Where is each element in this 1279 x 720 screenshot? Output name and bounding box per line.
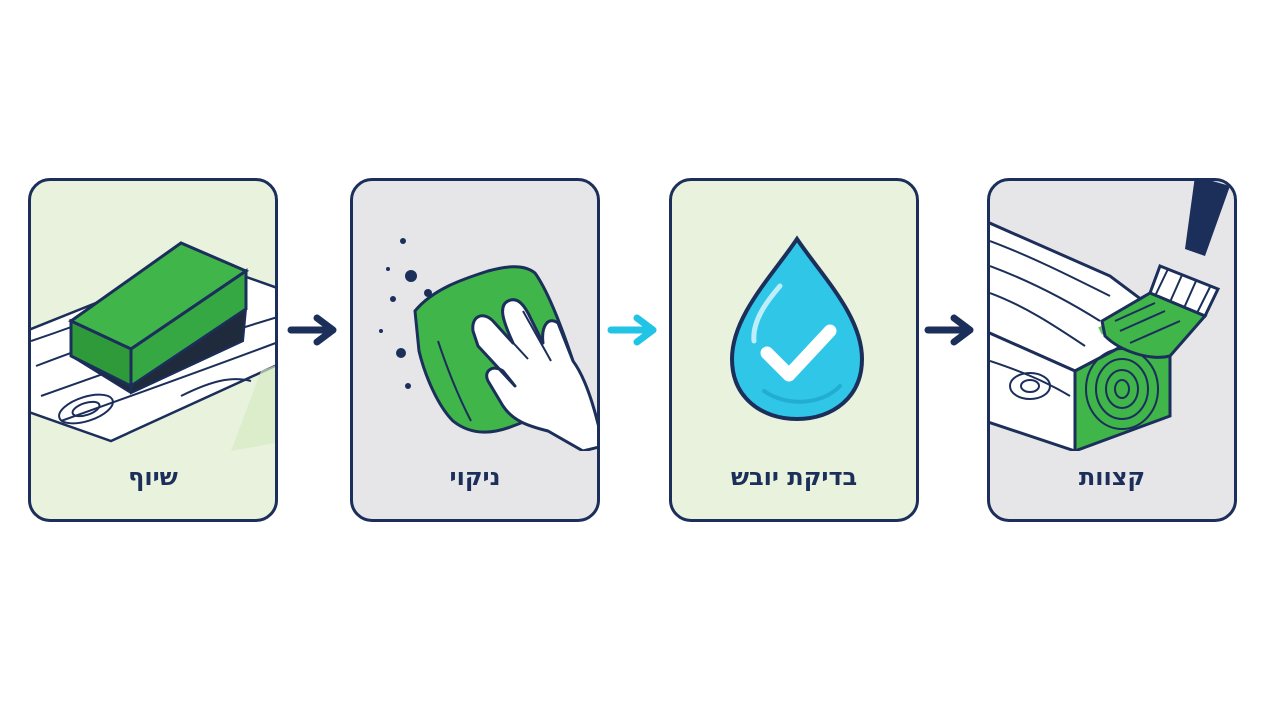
- step-card-cleaning: ניקוי: [350, 178, 600, 522]
- step-card-dryness-check: בדיקת יובש: [669, 178, 919, 522]
- arrow-right-icon: [924, 314, 974, 346]
- cloth-wiping-hand-icon: [379, 238, 597, 451]
- step-label: שיוף: [128, 463, 178, 491]
- step-card-sanding: שיוף: [28, 178, 278, 522]
- step-label: קצוות: [1078, 463, 1146, 491]
- arrow-right-icon: [287, 314, 337, 346]
- step-label: בדיקת יובש: [730, 463, 858, 491]
- sanding-block-icon: [31, 241, 275, 451]
- step-card-edges: קצוות: [987, 178, 1237, 522]
- arrow-right-icon: [607, 314, 657, 346]
- step-label: ניקוי: [449, 463, 501, 491]
- water-drop-check-icon: [729, 235, 865, 422]
- brush-on-wood-end-icon: [990, 181, 1230, 451]
